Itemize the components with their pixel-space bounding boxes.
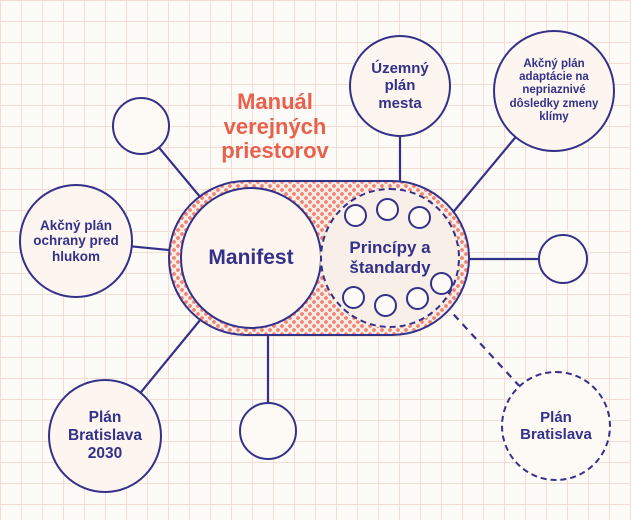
principle-dot [376,198,399,221]
node-manifest: Manifest [180,187,322,329]
diagram-title: Manuál verejných priestorov [221,89,329,164]
node-plan-bratislava: Plán Bratislava [501,371,611,481]
principle-dot [430,272,453,295]
principle-dot [406,287,429,310]
principle-dot [408,206,431,229]
node-plan-bratislava-2030: Plán Bratislava 2030 [48,379,162,493]
empty-node-bottom [239,402,297,460]
empty-node-top-left [112,97,170,155]
principle-dot [342,286,365,309]
node-climate-adaptation-plan: Akčný plán adaptácie na nepriaznivé dôsl… [493,30,615,152]
node-territorial-plan-label: Územný plán mesta [371,60,429,112]
principle-dot [374,294,397,317]
node-principles: Princípy a štandardy [320,188,460,328]
node-territorial-plan: Územný plán mesta [349,35,451,137]
node-climate-adaptation-plan-label: Akčný plán adaptácie na nepriaznivé dôsl… [509,57,599,123]
node-principles-label: Princípy a štandardy [349,238,431,277]
node-manifest-label: Manifest [208,245,294,269]
principle-dot [344,204,367,227]
empty-node-right [538,234,588,284]
node-noise-protection-plan-label: Akčný plán ochrany pred hlukom [33,217,119,264]
node-plan-bratislava-2030-label: Plán Bratislava 2030 [67,409,143,462]
node-plan-bratislava-label: Plán Bratislava [520,408,592,443]
node-noise-protection-plan: Akčný plán ochrany pred hlukom [19,184,133,298]
